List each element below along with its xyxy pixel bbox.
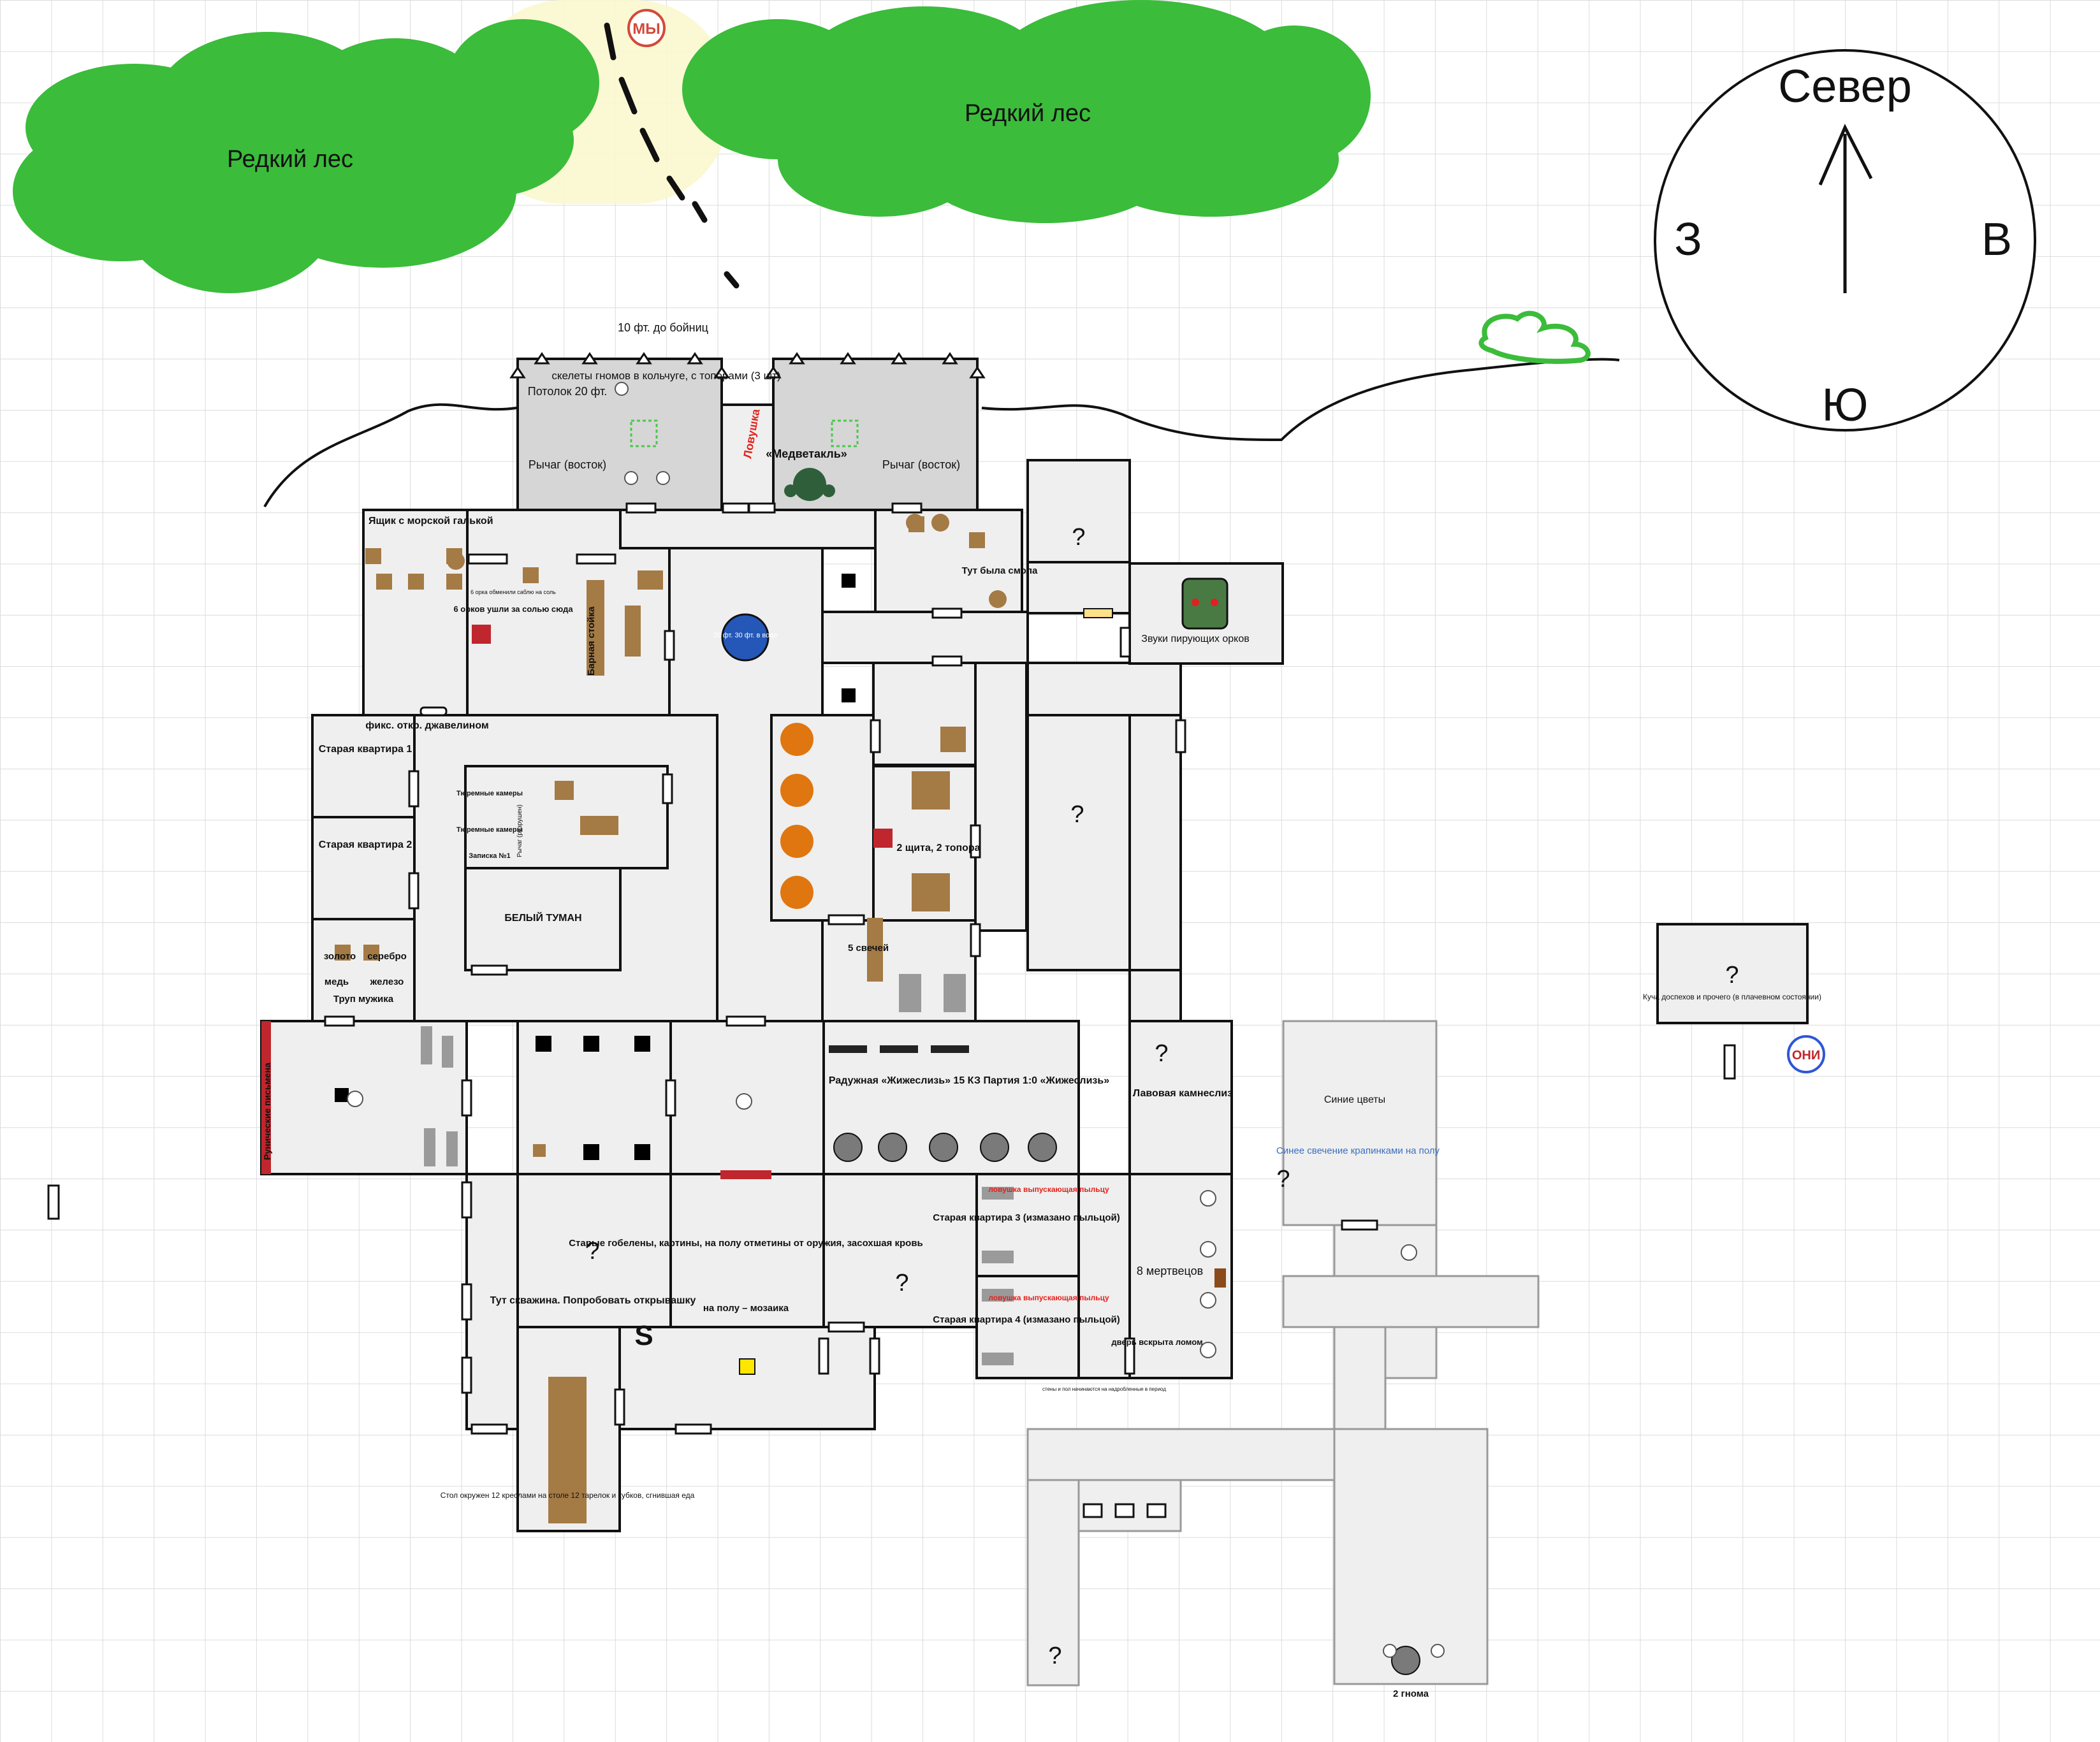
old-apt1-label: Старая квартира 1 — [319, 744, 412, 755]
minecart-icons — [1083, 1503, 1167, 1518]
bar-label: Барная стойка — [586, 606, 597, 676]
gold-label: золото — [324, 951, 356, 962]
compass-west: З — [1674, 214, 1702, 265]
path-dashes — [604, 22, 740, 289]
forest-left-label: Редкий лес — [227, 146, 353, 173]
forest-left — [13, 19, 599, 293]
ceiling-label: Потолок 20 фт. — [528, 385, 608, 398]
they-label: ОНИ — [1792, 1049, 1820, 1063]
q-keyhole: ? — [586, 1238, 599, 1265]
apt3-label: Старая квартира 3 (измазано пыльцой) — [933, 1212, 1119, 1223]
silver-label: серебро — [367, 951, 407, 962]
iron-label: железо — [370, 976, 404, 987]
yellow-door — [1083, 608, 1113, 618]
blue-glow-label: Синее свечение крапинками на полу — [1276, 1145, 1440, 1156]
they-marker[interactable] — [1787, 1035, 1825, 1073]
s-letter: S — [634, 1320, 653, 1351]
compass-north: Север — [1778, 61, 1912, 112]
tar-label: Тут была смола — [962, 565, 1038, 576]
furnace-icons — [833, 1133, 1420, 1675]
mine-tunnels — [1026, 1020, 1540, 1687]
trap3-label: ловушка выпускающая пыльцу — [988, 1185, 1109, 1194]
runes-label: Рунические письмена — [262, 1063, 272, 1160]
note1-label: Записка №1 — [469, 852, 511, 860]
feasting-label: Звуки пирующих орков — [1141, 634, 1249, 644]
red-markers — [261, 625, 1226, 1288]
room-east-q2 — [1026, 714, 1131, 971]
orange-discs — [780, 723, 813, 909]
compass — [1654, 49, 2036, 432]
pile-room — [1656, 923, 1809, 1024]
crate-pebbles-label: Ящик с морской галькой — [368, 516, 493, 526]
barrels — [447, 514, 1007, 608]
door-pried-label: дверь вскрыта ломом — [1111, 1337, 1202, 1347]
lava-label: Лавовая камнеслиз — [1133, 1088, 1232, 1099]
tapestry-label: Старые гобелены, картины, на полу отмети… — [569, 1238, 923, 1249]
well-label: 20 фт. 30 фт. в воде — [713, 632, 777, 639]
compass-east: В — [1981, 214, 2012, 265]
q-outside: ? — [1276, 1166, 1290, 1193]
q-lava: ? — [1155, 1040, 1168, 1067]
walls-note-label: стены и пол начинаются на надробленные в… — [1042, 1386, 1166, 1392]
table12-label: Стол окружен 12 креслами на столе 12 тар… — [441, 1491, 695, 1500]
keyhole-label: Тут скважина. Попробовать открывашку — [490, 1295, 696, 1306]
trap4-label: ловушка выпускающая пыльцу — [988, 1293, 1109, 1302]
anvil-icons — [829, 1045, 969, 1053]
gnomes2-label: 2 гнома — [1393, 1688, 1429, 1699]
prison1-label: Тюремные камеры — [456, 790, 523, 797]
black-squares — [335, 574, 856, 1160]
forest-right — [682, 0, 1371, 223]
orcs-note-small: 6 орка обменили саблю на соль — [470, 589, 556, 595]
candles-label: 5 свечей — [848, 943, 889, 954]
dead8-label: 8 мертвецов — [1137, 1265, 1203, 1277]
skull-icons — [347, 1091, 1445, 1658]
apt4-label: Старая квартира 4 (измазано пыльцой) — [933, 1314, 1119, 1325]
loopholes-label: 10 фт. до бойниц — [618, 321, 708, 334]
q-center: ? — [895, 1270, 908, 1296]
old-apt2-label: Старая квартира 2 — [319, 839, 412, 850]
lever-broken-label: Рычаг (разрушен) — [516, 804, 523, 857]
ridge-line — [263, 358, 1620, 508]
stairs-up-icons — [630, 419, 859, 447]
white-fog-label: БЕЛЫЙ ТУМАН — [504, 911, 581, 924]
q-mine: ? — [1048, 1643, 1061, 1669]
yellow-marker — [739, 1358, 755, 1375]
we-marker[interactable] — [627, 9, 666, 47]
prison2-label: Тюремные камеры — [456, 826, 523, 834]
blue-flowers-label: Синие цветы — [1324, 1094, 1385, 1105]
fix-javelin-label: фикс. откр. джавелином — [365, 720, 488, 731]
we-label: МЫ — [632, 20, 660, 38]
shields-label: 2 щита, 2 топора — [896, 843, 980, 853]
mosaic-label: на полу – мозаика — [703, 1303, 789, 1314]
pile-label: Куча доспехов и прочего (в плачевном сос… — [1643, 992, 1821, 1001]
q-pile: ? — [1725, 962, 1739, 989]
doors[interactable] — [47, 502, 1736, 1435]
q-north-east: ? — [1072, 524, 1085, 551]
compass-south: Ю — [1822, 380, 1869, 431]
rainbow-label: Радужная «Жижеслизь» 15 КЗ Партия 1:0 «Ж… — [829, 1075, 1109, 1086]
orcs-left-label: 6 орков ушли за солью сюда — [453, 604, 573, 614]
q-east-corridor: ? — [1070, 801, 1084, 828]
medvetakl-icon — [784, 468, 835, 501]
skull-icons-tower — [615, 382, 670, 485]
lever-left-label: Рычаг (восток) — [529, 458, 606, 471]
copper-label: медь — [324, 976, 349, 987]
corpse-label: Труп мужика — [333, 994, 394, 1005]
orc-face-icon — [1181, 577, 1229, 630]
forest-right-label: Редкий лес — [965, 100, 1091, 127]
gray-slabs — [421, 974, 1014, 1365]
well — [721, 613, 769, 662]
lever-right-label: Рычаг (восток) — [882, 458, 960, 471]
battlements — [509, 352, 986, 379]
medvetakl-label: «Медветакль» — [766, 447, 847, 460]
skeletons-label: скелеты гномов в кольчуге, с топорами (3… — [551, 370, 780, 382]
bush-icon — [1478, 310, 1591, 364]
crates — [335, 516, 985, 1523]
